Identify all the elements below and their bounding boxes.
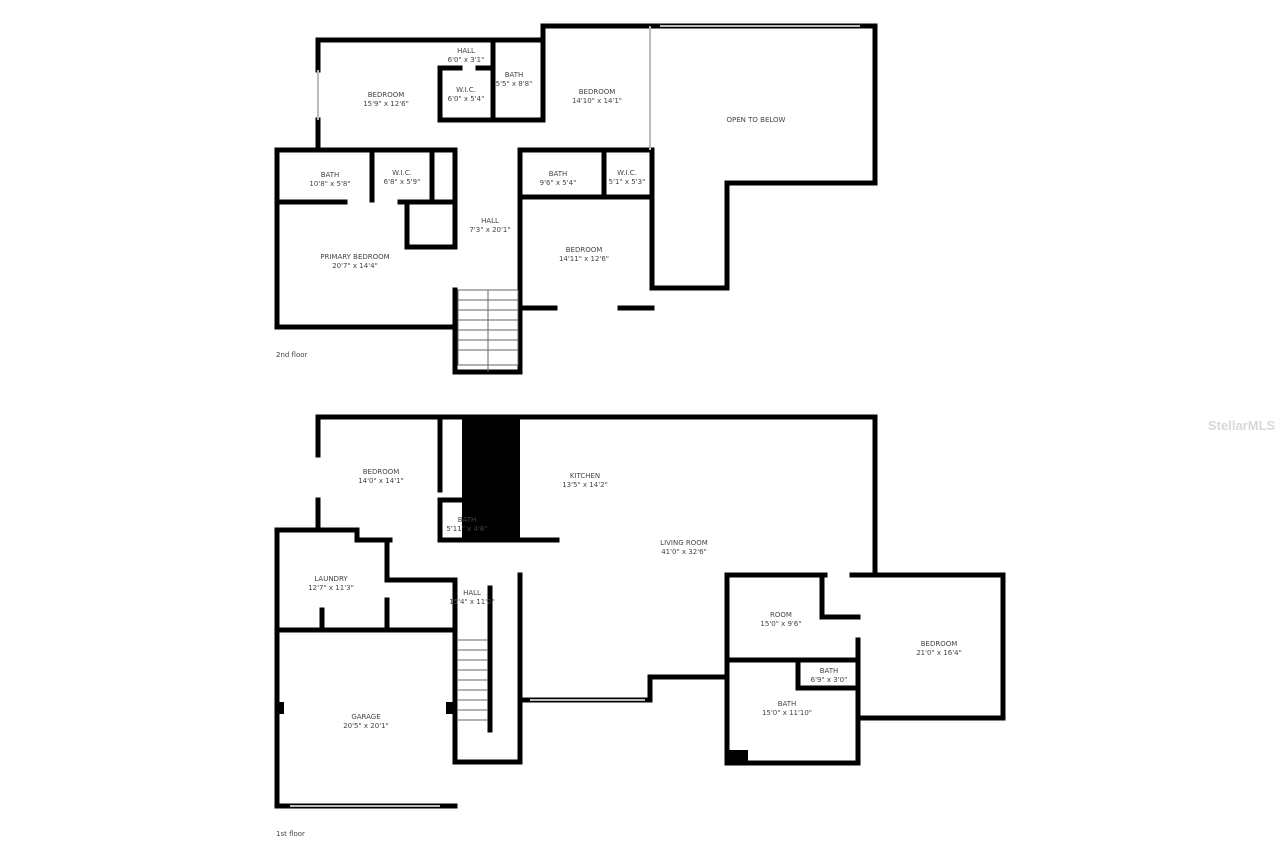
room-name: BEDROOM — [921, 640, 958, 648]
room-name: BEDROOM — [566, 246, 603, 254]
first-floor-walls — [274, 414, 1006, 809]
room-name: BATH — [321, 171, 340, 179]
room-dims: 13'5" x 14'2" — [562, 481, 608, 489]
room-dims: 15'0" x 9'6" — [760, 620, 801, 628]
room-name: OPEN TO BELOW — [727, 116, 786, 124]
second-floor-walls — [274, 23, 878, 375]
room-dims: 15'9" x 12'6" — [363, 100, 409, 108]
room-dims: 6'0" x 5'4" — [448, 95, 485, 103]
room-name: LAUNDRY — [314, 575, 348, 583]
room-name: BEDROOM — [363, 468, 400, 476]
room-dims: 21'0" x 16'4" — [916, 649, 962, 657]
room-dims: 6'8" x 5'9" — [384, 178, 421, 186]
room-dims: 14'0" x 14'1" — [358, 477, 404, 485]
room-name: W.I.C. — [392, 169, 412, 177]
room-dims: 14'10" x 14'1" — [572, 97, 622, 105]
room-name: PRIMARY BEDROOM — [320, 253, 389, 261]
room-dims: 12'7" x 11'3" — [308, 584, 354, 592]
room-name: HALL — [463, 589, 481, 597]
room-name: GARAGE — [351, 713, 380, 721]
room-dims: 6'9" x 3'0" — [811, 676, 848, 684]
room-dims: 5'5" x 8'8" — [496, 80, 533, 88]
room-dims: 7'3" x 20'1" — [469, 226, 510, 234]
room-dims: 20'5" x 20'1" — [343, 722, 389, 730]
room-name: W.I.C. — [617, 169, 637, 177]
room-dims: 9'6" x 5'4" — [540, 179, 577, 187]
room-dims: 20'7" x 14'4" — [332, 262, 378, 270]
watermark: StellarMLS — [1208, 418, 1276, 433]
room-name: BATH — [549, 170, 568, 178]
room-name: BATH — [505, 71, 524, 79]
room-name: KITCHEN — [570, 472, 600, 480]
room-dims: 6'0" x 3'1" — [448, 56, 485, 64]
second-floor-labels: BEDROOM 15'9" x 12'6" HALL 6'0" x 3'1" W… — [276, 47, 786, 359]
room-dims: 14'11" x 12'6" — [559, 255, 609, 263]
room-name: BATH — [778, 700, 797, 708]
room-dims: 5'11" x 4'8" — [446, 525, 487, 533]
room-name: HALL — [481, 217, 499, 225]
room-name: HALL — [457, 47, 475, 55]
room-dims: 15'0" x 11'10" — [762, 709, 812, 717]
room-name: BATH — [820, 667, 839, 675]
room-name: BEDROOM — [579, 88, 616, 96]
room-name: W.I.C. — [456, 86, 476, 94]
room-name: BATH — [458, 516, 477, 524]
room-name: BEDROOM — [368, 91, 405, 99]
room-name: ROOM — [770, 611, 792, 619]
room-name: LIVING ROOM — [660, 539, 708, 547]
room-dims: 10'8" x 5'8" — [309, 180, 350, 188]
first-floor-labels: BEDROOM 14'0" x 14'1" KITCHEN 13'5" x 14… — [276, 468, 962, 838]
floor-label: 1st floor — [276, 830, 305, 838]
room-dims: 5'1" x 5'3" — [609, 178, 646, 186]
room-dims: 41'0" x 32'6" — [661, 548, 707, 556]
floor-label: 2nd floor — [276, 351, 308, 359]
room-dims: 15'4" x 11'2" — [449, 598, 495, 606]
